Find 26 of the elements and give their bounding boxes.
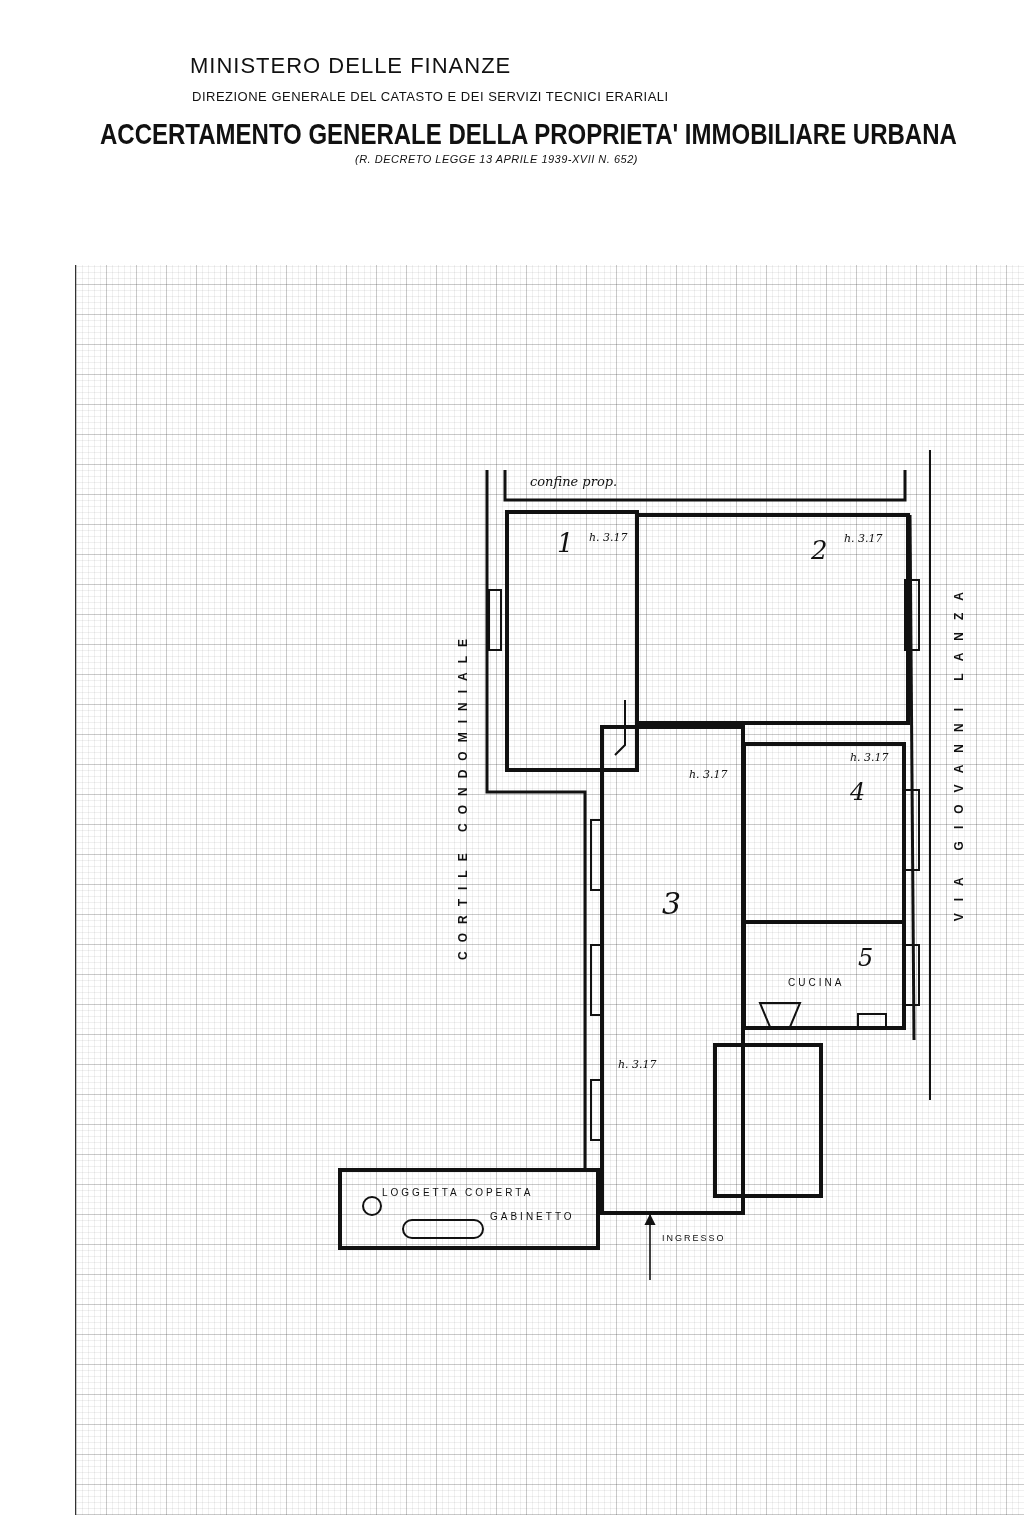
room-outline [713,1043,823,1198]
room-outline [505,510,639,772]
ceiling-height: h. 3.17 [844,533,883,544]
entrance-arrow [644,1213,656,1281]
courtyard-label: CORTILE CONDOMINIALE [456,630,470,960]
room-number: 3 [662,889,682,919]
room-number: 5 [858,946,874,970]
room-name: CUCINA [788,978,845,988]
street-label: VIA GIOVANNI LANZA [952,580,966,922]
room-outline [600,725,745,1215]
ceiling-height: h. 3.17 [850,752,889,763]
room-number: 1 [557,530,574,556]
room-name: GABINETTO [490,1212,575,1222]
ceiling-height: h. 3.17 [618,1059,657,1070]
ministry-heading: MINISTERO DELLE FINANZE [190,54,512,79]
boundary-label: confine prop. [530,474,618,489]
entrance-label: INGRESSO [662,1234,726,1244]
room-name: LOGGETTA COPERTA [382,1188,534,1198]
ceiling-height: h. 3.17 [689,769,728,780]
decree-reference: (R. DECRETO LEGGE 13 APRILE 1939-XVII N. 652) [355,153,638,166]
ceiling-height: h. 3.17 [589,532,628,543]
directorate-subheading: DIREZIONE GENERALE DEL CATASTO E DEI SERVIZI TECNICI ERARIALI [192,90,669,105]
room-number: 2 [811,537,828,563]
document-title: ACCERTAMENTO GENERALE DELLA PROPRIETA' IMMOBILIARE URBANA [100,118,957,151]
room-outline [338,1168,600,1250]
room-number: 4 [850,780,866,804]
